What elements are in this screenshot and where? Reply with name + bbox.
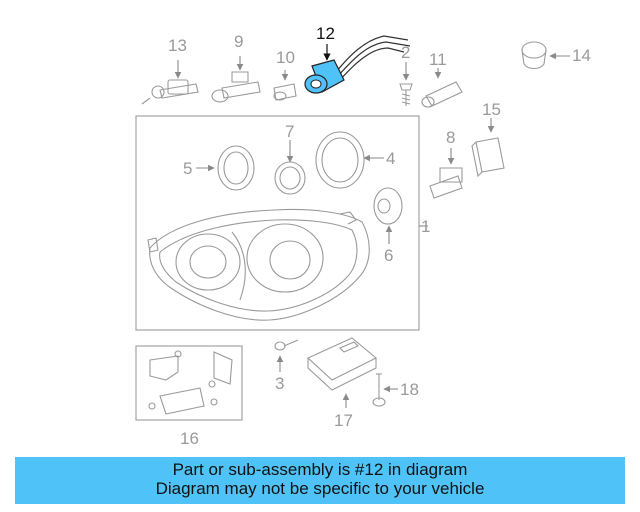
headlamp-housing	[147, 208, 370, 321]
ballast-module-17	[307, 337, 377, 408]
info-banner: Part or sub-assembly is #12 in diagram D…	[15, 457, 625, 504]
callout-7: 7	[285, 122, 294, 141]
grommet-14	[521, 41, 570, 70]
cap-4	[315, 131, 384, 189]
callout-15: 15	[482, 100, 501, 119]
screw-2	[399, 62, 413, 106]
bulb-9	[211, 56, 261, 103]
callout-18: 18	[400, 380, 419, 399]
module-15	[471, 118, 505, 178]
callout-10: 10	[276, 48, 295, 67]
cap-6	[373, 187, 403, 244]
cap-5	[196, 145, 255, 191]
callout-14: 14	[572, 46, 591, 65]
callout-2: 2	[401, 43, 410, 62]
callout-17: 17	[334, 411, 353, 430]
bolt-18	[372, 373, 398, 407]
callout-5: 5	[183, 159, 192, 178]
screw-3	[274, 339, 299, 372]
bracket-kit-16	[135, 345, 243, 421]
callout-6: 6	[384, 246, 393, 265]
banner-line-1: Part or sub-assembly is #12 in diagram	[172, 460, 468, 479]
bulb-13	[141, 60, 199, 105]
bulb-8	[429, 148, 463, 199]
callout-4: 4	[386, 149, 395, 168]
callout-11: 11	[429, 50, 447, 69]
bulb-11	[421, 68, 463, 108]
ring-7	[274, 140, 306, 195]
callout-8: 8	[446, 128, 455, 147]
callout-16: 16	[180, 429, 199, 448]
callout-12: 12	[316, 24, 335, 43]
callout-3: 3	[275, 374, 284, 393]
headlamp-assembly-box	[135, 115, 420, 331]
bulb-10	[273, 70, 297, 101]
parts-diagram: 13 9 10 12 2 11 14 15 8 7 5 4 1 6 3 17 1…	[135, 24, 591, 448]
callout-1: 1	[421, 217, 430, 236]
banner-line-2: Diagram may not be specific to your vehi…	[155, 479, 485, 498]
callout-13: 13	[168, 36, 187, 55]
callout-9: 9	[234, 32, 243, 51]
socket-harness-12	[304, 35, 411, 94]
